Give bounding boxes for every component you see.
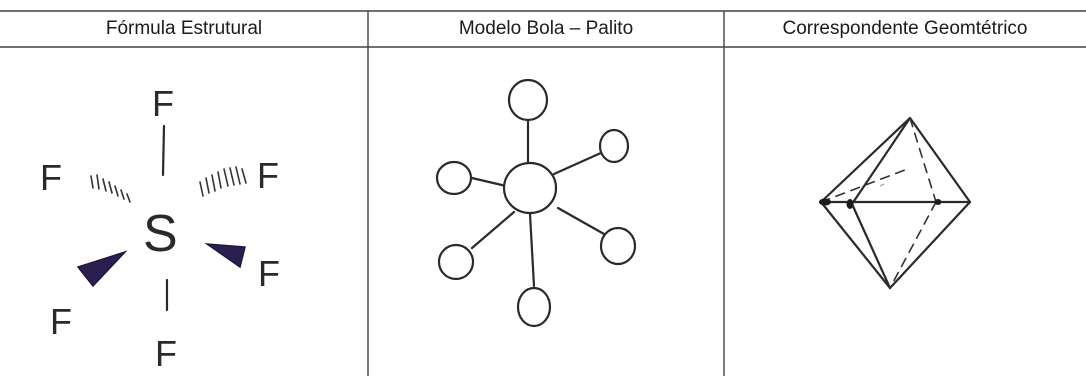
octahedron-drawing	[724, 48, 1086, 376]
vertex-dot-front	[846, 199, 854, 209]
ball-lower-right	[599, 226, 637, 266]
ball-stick-model-drawing	[368, 48, 724, 376]
atom-label-lower-right: F	[258, 253, 280, 294]
octahedron-hidden-edge-lower	[889, 201, 937, 289]
atom-label-bottom: F	[155, 333, 177, 374]
ball-left	[435, 160, 473, 196]
header-ball-stick-model: Modelo Bola – Palito	[458, 18, 634, 39]
header-geometric-correspondent: Correspondente Geomtétrico	[782, 18, 1028, 39]
bond-top	[161, 124, 166, 177]
atom-label-top: F	[152, 83, 174, 124]
structural-formula-drawing: F F F S F F F	[0, 48, 368, 376]
vertex-dot-back	[934, 199, 942, 205]
wedge-bond-lower-left	[76, 250, 128, 288]
octahedron-hidden-edge-upper	[909, 117, 937, 203]
atom-label-upper-left: F	[40, 157, 62, 198]
stick-lower-left	[470, 210, 516, 250]
atom-label-upper-right: F	[257, 155, 279, 196]
atom-label-lower-left: F	[50, 301, 72, 342]
stick-left	[470, 176, 508, 188]
header-structural-formula: Fórmula Estrutural	[105, 18, 263, 39]
ball-lower-left	[437, 243, 475, 281]
octahedron-hidden-edge-left	[820, 167, 911, 203]
pencil-mark	[879, 183, 885, 187]
wedge-bond-lower-right	[204, 243, 246, 269]
stick-upper-right	[552, 150, 605, 176]
ball-upper-right	[598, 128, 630, 164]
vertex-dot-left	[819, 198, 831, 206]
hashed-bond-upper-left	[90, 174, 131, 203]
stick-lower-right	[556, 206, 606, 236]
stick-bottom	[528, 212, 536, 288]
ball-bottom	[516, 286, 552, 328]
ball-top	[507, 78, 549, 122]
central-atom-label: S	[143, 205, 178, 263]
hashed-bond-upper-right	[199, 166, 247, 197]
ball-central	[502, 161, 558, 215]
